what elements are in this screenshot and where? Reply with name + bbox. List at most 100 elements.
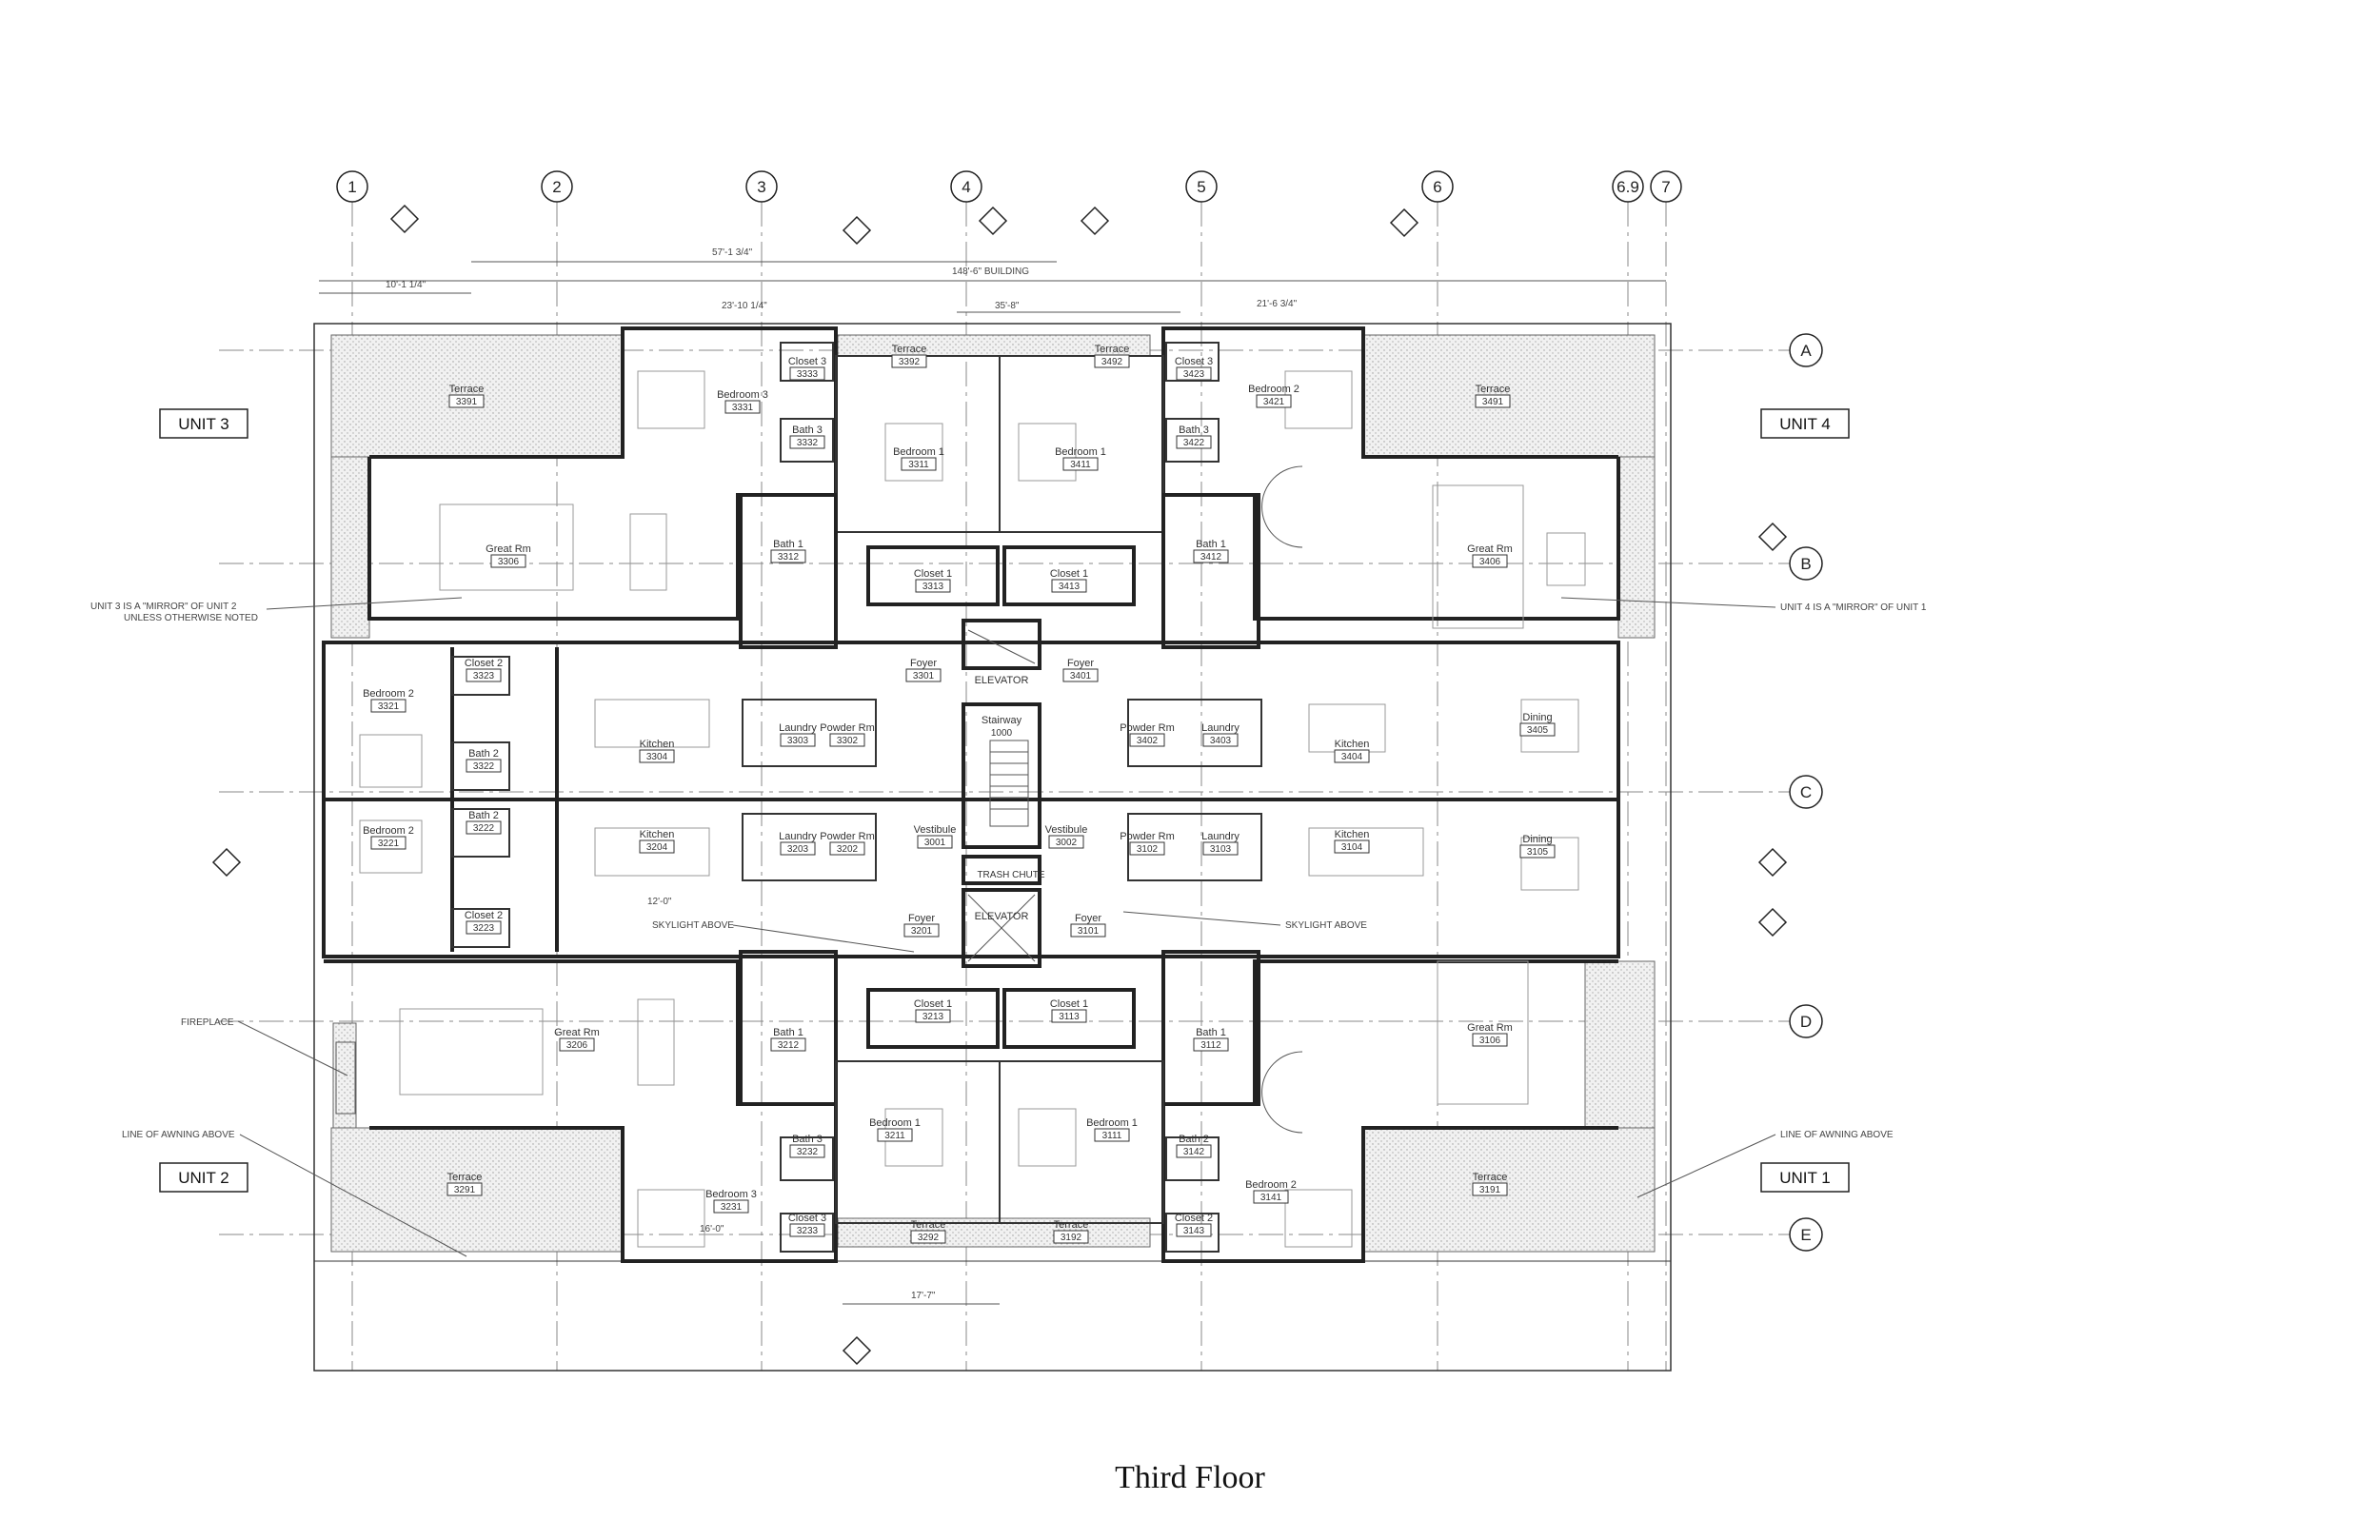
- room-name: Bedroom 2: [363, 688, 414, 700]
- room-number-box: [905, 668, 942, 682]
- room-number: 3406: [1479, 557, 1501, 567]
- room-number: 3141: [1260, 1193, 1282, 1203]
- room-name: Kitchen: [1335, 739, 1370, 750]
- note-fireplace: FIREPLACE: [181, 1017, 234, 1028]
- room-number: 3231: [721, 1202, 743, 1213]
- room-number: 3233: [797, 1226, 819, 1236]
- room-number-box: [789, 1144, 825, 1158]
- unit-4-label: UNIT 4: [1779, 415, 1831, 433]
- room-number-box: [639, 749, 675, 763]
- room-number: 3304: [646, 752, 668, 762]
- room-number: 3203: [787, 844, 809, 855]
- room-name: Bath 3: [1179, 424, 1209, 436]
- room-number-box: [1256, 394, 1292, 408]
- room-name: Closet 1: [914, 998, 952, 1010]
- room-name: Powder Rm: [1120, 831, 1174, 842]
- room-number-box: [466, 920, 502, 935]
- grid-col-6-9: 6.9: [1616, 178, 1639, 196]
- dim-12: 12'-0": [647, 897, 672, 907]
- room-name: Terrace: [911, 1219, 946, 1231]
- dimension-lines: [319, 261, 1666, 1305]
- room-name: Bedroom 1: [1055, 446, 1106, 458]
- room-number-box: [466, 820, 502, 835]
- room-number: 3232: [797, 1147, 819, 1157]
- room-name: Bath 3: [792, 1134, 823, 1145]
- room-number-box: [1202, 841, 1239, 856]
- terraces: [330, 334, 1656, 1253]
- room-number-box: [448, 394, 485, 408]
- room-name: Terrace: [1473, 1172, 1508, 1183]
- room-number-box: [789, 366, 825, 381]
- room-name: Terrace: [1095, 344, 1130, 355]
- room-name: Terrace: [892, 344, 927, 355]
- room-number: 3331: [732, 403, 754, 413]
- room-name: Dining: [1522, 712, 1552, 723]
- room-number-box: [1129, 733, 1165, 747]
- unit-1-label: UNIT 1: [1779, 1169, 1831, 1187]
- room-name: Terrace: [1054, 1219, 1089, 1231]
- room-name: Bedroom 1: [869, 1117, 921, 1129]
- room-number-box: [370, 836, 407, 850]
- room-number-box: [770, 1037, 806, 1052]
- room-name: Terrace: [449, 384, 485, 395]
- room-number-box: [1053, 1230, 1089, 1244]
- room-number: 3391: [456, 397, 478, 407]
- grid-row-a: A: [1800, 342, 1812, 360]
- room-number: 3404: [1341, 752, 1363, 762]
- room-name: Closet 1: [1050, 998, 1088, 1010]
- room-number-box: [780, 841, 816, 856]
- room-name: Bedroom 2: [1248, 384, 1299, 395]
- room-name: Vestibule: [1045, 824, 1088, 836]
- room-number: 3211: [884, 1131, 905, 1141]
- room-name: Foyer: [910, 658, 937, 669]
- room-tag: Kitchen 3404: [1334, 739, 1370, 763]
- room-number-box: [724, 400, 761, 414]
- room-number-box: [1334, 749, 1370, 763]
- room-number: 3105: [1527, 847, 1549, 858]
- room-number: 3413: [1059, 582, 1081, 592]
- room-number-box: [1253, 1190, 1289, 1204]
- stairway-number: 1000: [991, 728, 1013, 739]
- room-number-box: [1051, 579, 1087, 593]
- drawing-title: Third Floor: [1115, 1460, 1265, 1495]
- room-number: 3421: [1263, 397, 1285, 407]
- room-name: Bath 2: [1179, 1134, 1209, 1145]
- room-name: Bedroom 2: [1245, 1179, 1297, 1191]
- room-number-box: [1176, 1144, 1212, 1158]
- stairway-label: Stairway: [982, 715, 1022, 726]
- room-number-box: [370, 699, 407, 713]
- room-number: 3204: [646, 842, 668, 853]
- room-tag: Bath 3 3422: [1176, 424, 1212, 449]
- note-awning-left: LINE OF AWNING ABOVE: [122, 1130, 235, 1140]
- room-number-box: [1519, 722, 1556, 737]
- building-outline: [313, 323, 1672, 1372]
- room-number-box: [1472, 1033, 1508, 1047]
- room-number-box: [1472, 554, 1508, 568]
- room-name: Dining: [1522, 834, 1552, 845]
- room-tag: Bedroom 2 3141: [1245, 1179, 1297, 1204]
- room-number: 3422: [1183, 438, 1205, 448]
- elevator-label-top: ELEVATOR: [975, 675, 1029, 686]
- room-name: Bedroom 3: [717, 389, 768, 401]
- room-number: 3312: [778, 552, 800, 563]
- room-number-box: [1051, 1009, 1087, 1023]
- furniture: [335, 370, 1586, 1248]
- grid-col-1: 1: [347, 178, 356, 196]
- room-name: Laundry: [779, 831, 817, 842]
- room-name: Closet 2: [1175, 1213, 1213, 1224]
- room-name: Closet 2: [465, 658, 503, 669]
- dim-10: 10'-1 1/4": [386, 280, 426, 290]
